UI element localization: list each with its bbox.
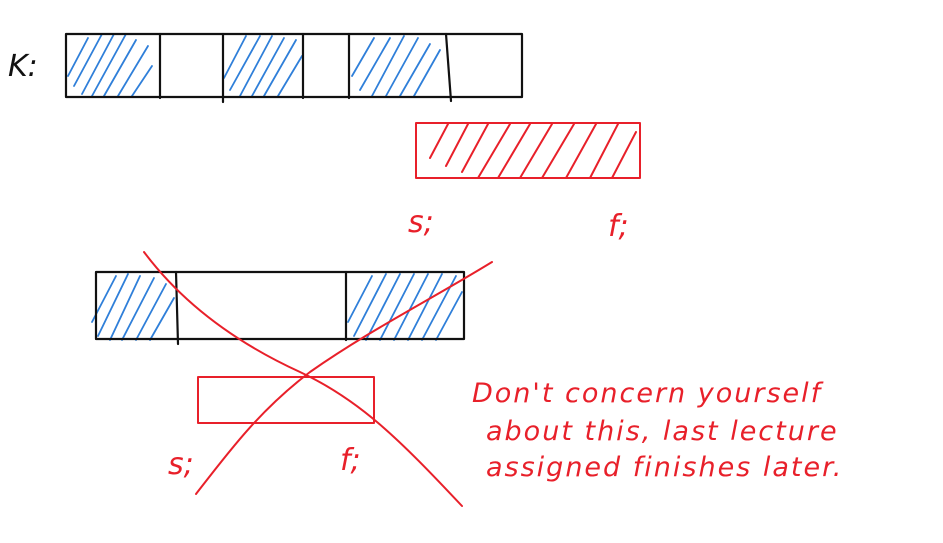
- note-line-2: about this, last lecture: [486, 416, 839, 447]
- top-new-interval: [415, 122, 641, 179]
- cross-stroke-1: [143, 251, 463, 507]
- bottom-hatch-segment-2: [347, 273, 463, 341]
- bottom-finish-label: f;: [340, 443, 361, 478]
- note-line-1: Don't concern yourself: [472, 378, 824, 409]
- cross-out-mark: [143, 251, 493, 507]
- top-red-box: [415, 122, 641, 179]
- k-label: K:: [8, 49, 38, 84]
- top-divider-5: [444, 32, 453, 103]
- bottom-hatch-segment-1: [91, 273, 175, 341]
- top-hatch-segment-3: [351, 35, 441, 97]
- top-timeline: [64, 32, 524, 104]
- top-timeline-box: [64, 32, 524, 99]
- cross-stroke-2: [195, 261, 493, 495]
- handwritten-note: Don't concern yourself about this, last …: [472, 378, 843, 483]
- bottom-timeline-box: [94, 270, 466, 341]
- top-hatch-segment-2: [223, 35, 303, 97]
- bottom-timeline: [91, 270, 466, 346]
- bottom-red-box: [197, 376, 375, 424]
- top-hatch-segment-1: [67, 33, 153, 97]
- bottom-start-label: s;: [168, 447, 194, 482]
- top-start-label: s;: [408, 205, 434, 240]
- bottom-divider-1: [174, 270, 180, 346]
- top-finish-label: f;: [608, 209, 629, 244]
- note-line-3: assigned finishes later.: [486, 452, 843, 483]
- top-red-hatch: [429, 123, 637, 179]
